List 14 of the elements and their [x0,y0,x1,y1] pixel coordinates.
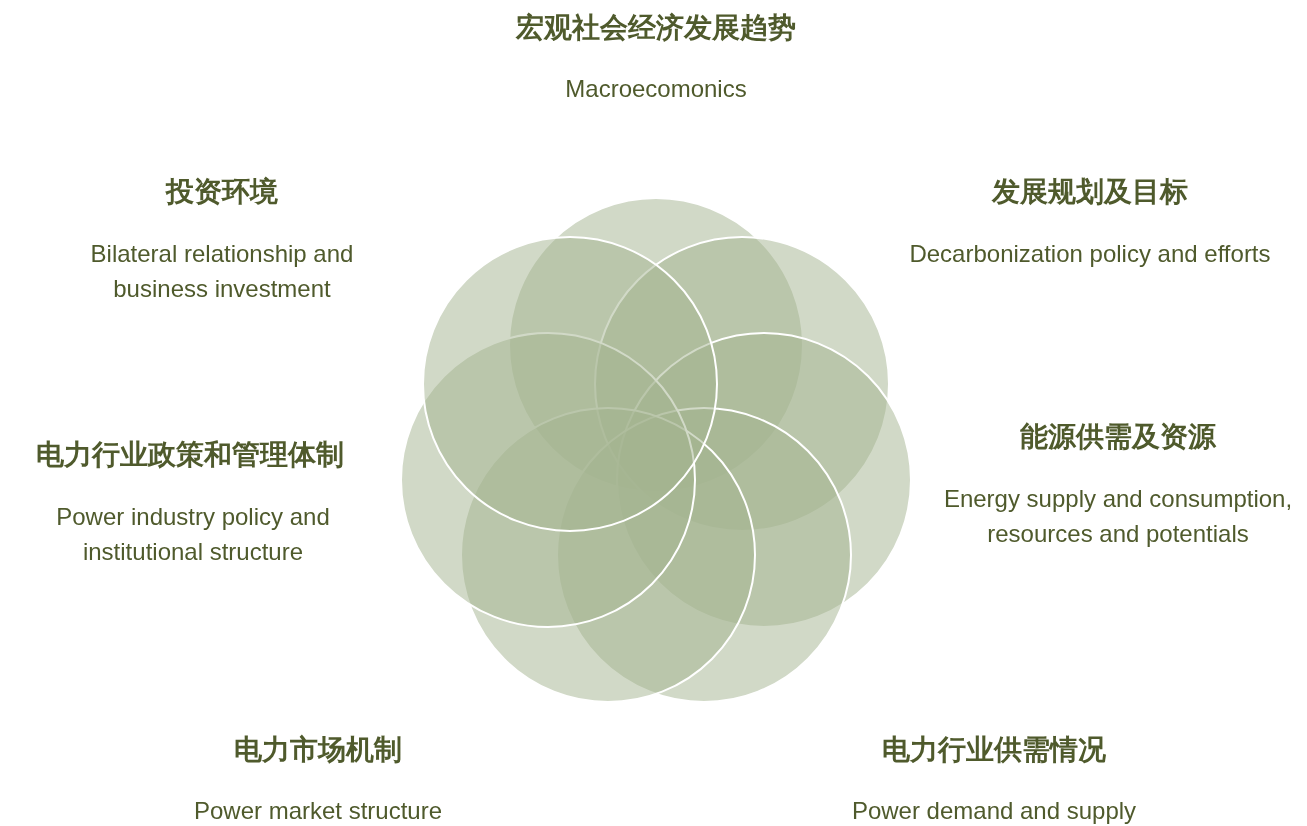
section-heading: 发展规划及目标 [992,174,1188,210]
description-text: Power demand and supply [850,796,1138,826]
section-heading: 投资环境 [166,174,278,210]
description-text: Power market structure [192,796,444,826]
section-heading: 电力行业政策和管理体制 [36,437,344,473]
description-text: Bilateral relationship and business investment [89,239,355,304]
section-heading: 电力行业供需情况 [882,732,1106,768]
description-text: Macroecomonics [564,74,748,104]
description-text: Decarbonization policy and efforts [908,239,1272,269]
section-heading: 电力市场机制 [234,732,402,768]
description-text: Energy supply and consumption, resources and potentials [942,484,1294,549]
section-heading: 能源供需及资源 [1020,419,1216,455]
description-text: Power industry policy and institutional structure [55,502,331,567]
section-heading: 宏观社会经济发展趋势 [516,10,796,46]
